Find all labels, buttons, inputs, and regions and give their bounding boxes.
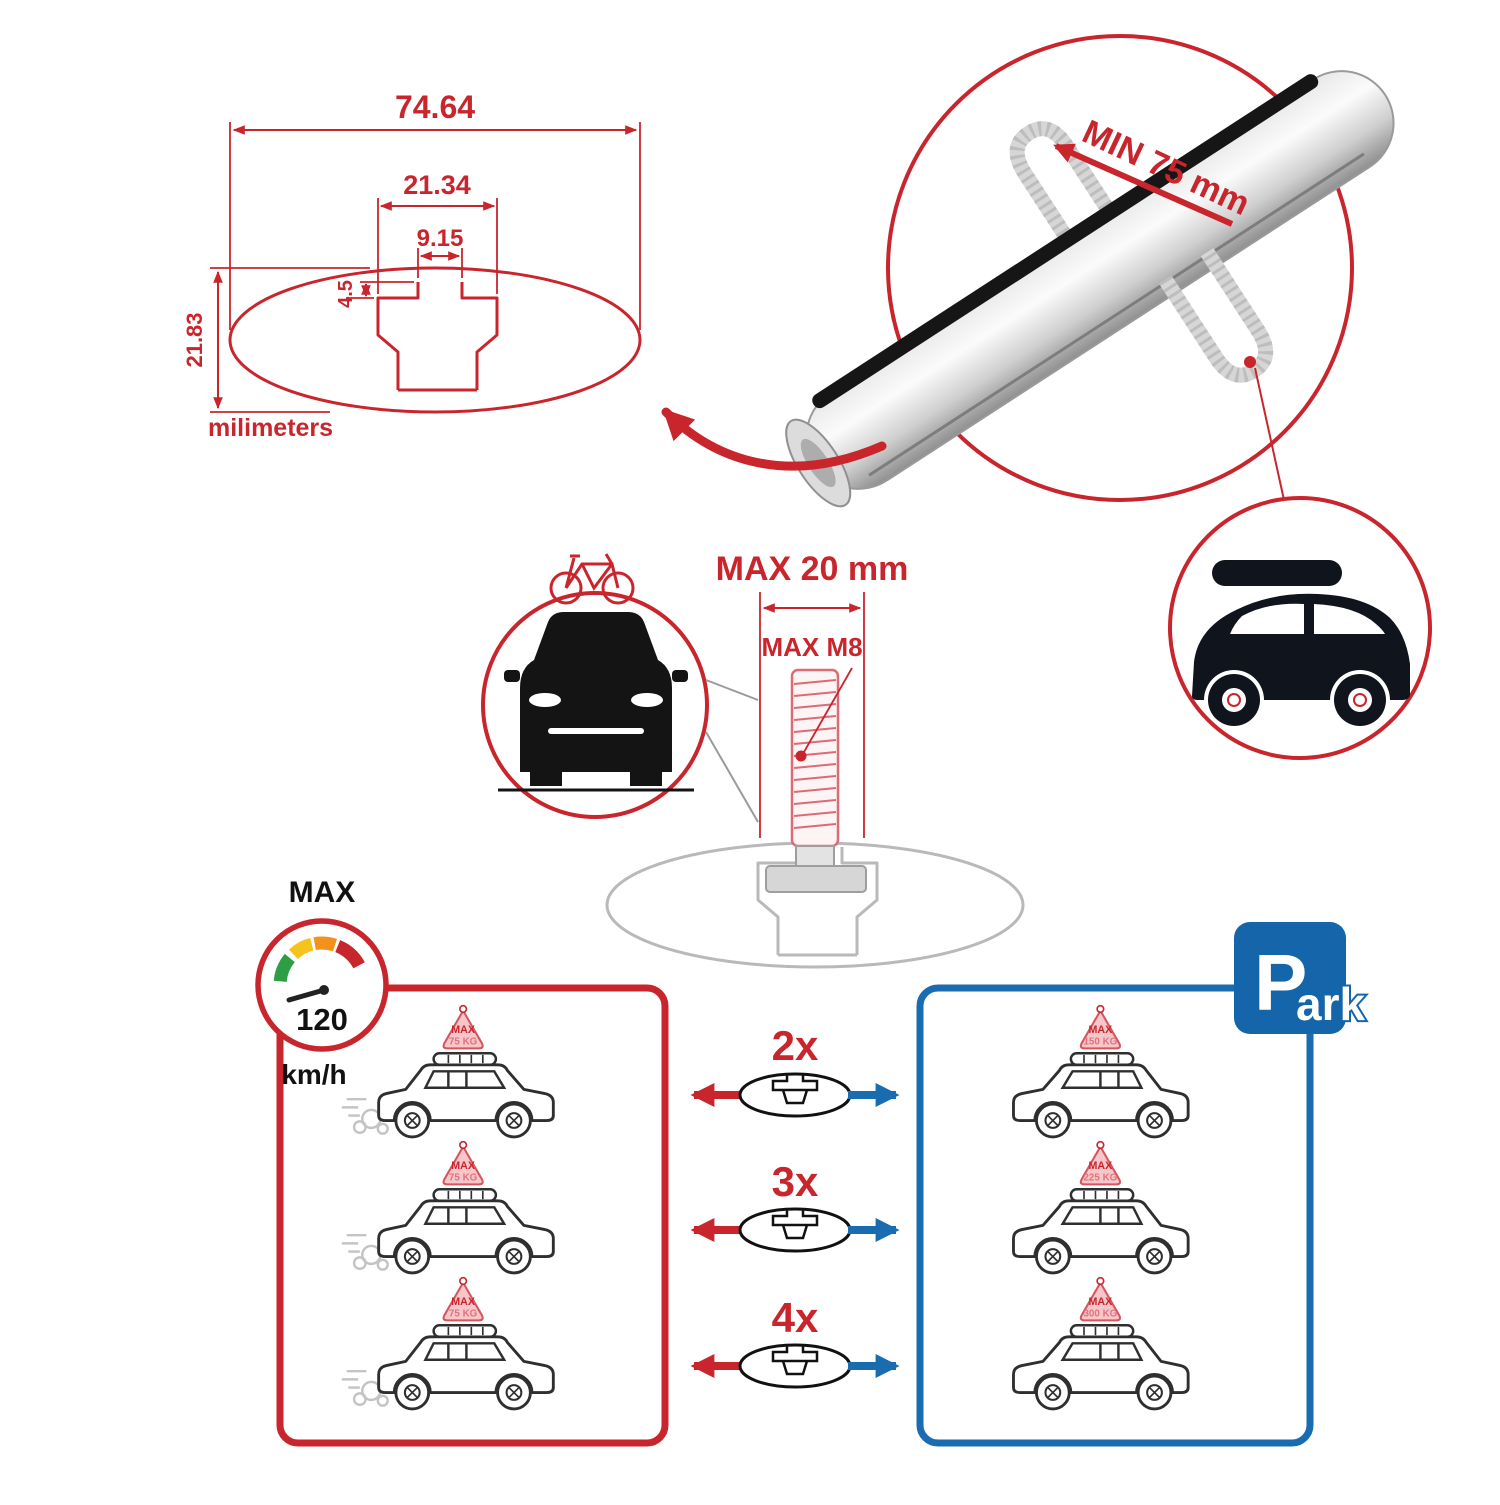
bar-detail-callout: MIN 75 mm — [661, 34, 1395, 508]
gauge-needle — [286, 987, 327, 1003]
dim-total-width-label: 74.64 — [395, 89, 475, 125]
rubber-strip — [812, 74, 1319, 409]
parked-car: MAX 150 KG — [1012, 1004, 1190, 1139]
units-label: milimeters — [208, 414, 333, 442]
suv-roofbox-callout — [1168, 496, 1432, 760]
multiplier-label: 3x — [772, 1158, 819, 1205]
load-sign: MAX 75 KG — [442, 1140, 484, 1186]
multiplier-label: 4x — [772, 1294, 819, 1341]
bolt-leader-line — [803, 667, 853, 753]
clamp-hook-right — [1158, 248, 1274, 383]
driving-car: MAX 75 KG — [340, 1276, 555, 1411]
gauge-max-label: MAX — [289, 876, 356, 909]
dim-height-label: 21.83 — [182, 312, 207, 367]
driving-car: MAX 75 KG — [340, 1004, 555, 1139]
leader-line — [1254, 367, 1285, 501]
bolt-fitting-section: MAX 20 mm MAX M8 — [481, 550, 1025, 969]
dim-bolt-length — [759, 592, 865, 838]
load-sign-title: MAX — [1089, 1024, 1114, 1036]
dim-height — [210, 267, 370, 413]
load-sign: MAX 75 KG — [442, 1276, 484, 1322]
load-sign-weight: 150 KG — [1083, 1036, 1117, 1047]
max-thread-label: MAX M8 — [761, 632, 862, 662]
parked-car: MAX 225 KG — [1012, 1140, 1190, 1275]
parking-letter: P — [1254, 938, 1307, 1027]
dim-step-label: 4.5 — [335, 280, 357, 308]
load-sign: MAX 300 KG — [1079, 1276, 1122, 1322]
load-sign-title: MAX — [451, 1024, 476, 1036]
dim-step — [346, 281, 414, 299]
crossbar-oval-icon — [738, 1072, 852, 1118]
load-sign-weight: 225 KG — [1083, 1172, 1117, 1183]
crossbar-oval-icon — [738, 1207, 852, 1253]
suv-silhouette — [1192, 560, 1410, 726]
dim-slot-outer-label: 21.34 — [403, 170, 471, 200]
bike-car-callout — [481, 553, 759, 823]
car-front-icon — [498, 612, 694, 792]
dim-slot-inner — [417, 248, 463, 278]
load-sign-weight: 300 KG — [1083, 1308, 1117, 1319]
dim-slot-outer — [377, 198, 498, 294]
bolt-leader-dot — [795, 750, 807, 762]
dim-total-width — [229, 122, 641, 330]
callout-arrow — [661, 407, 887, 471]
bolt-illustration — [765, 667, 867, 893]
bottom-section: MAX 120 km/h P ark 2x 3x — [255, 876, 1367, 1447]
clamp-hook-left — [1009, 121, 1125, 258]
crossbar-ellipse — [228, 266, 642, 414]
load-sign-weight: 75 KG — [449, 1036, 478, 1047]
parked-car: MAX 300 KG — [1012, 1276, 1190, 1411]
load-sign-title: MAX — [1089, 1296, 1114, 1308]
speed-gauge: MAX 120 km/h — [255, 876, 389, 1090]
bicycle-icon — [549, 553, 635, 605]
parking-sign-board — [1234, 922, 1346, 1034]
parking-suffix: ark — [1296, 978, 1365, 1030]
load-sign-weight: 75 KG — [449, 1308, 478, 1319]
slot-profile — [376, 282, 499, 392]
load-sign: MAX 75 KG — [442, 1004, 484, 1050]
leader-dot — [1244, 356, 1256, 368]
gauge-unit: km/h — [281, 1059, 346, 1090]
max-length-label: MAX 20 mm — [716, 550, 909, 588]
min-span-arrow — [1053, 143, 1234, 227]
gauge-value: 120 — [296, 1002, 348, 1037]
load-sign-title: MAX — [1089, 1160, 1114, 1172]
cross-section-drawing: 74.64 21.34 9.15 4.5 21.83 milimeter — [182, 89, 642, 442]
driving-car: MAX 75 KG — [340, 1140, 555, 1275]
parking-sign: P ark — [1234, 922, 1367, 1034]
crossbar-render — [785, 70, 1395, 508]
load-sign-weight: 75 KG — [449, 1172, 478, 1183]
multiplier-label: 2x — [772, 1022, 819, 1069]
multiplier-rows: 2x 3x 4x — [690, 1022, 900, 1389]
dim-slot-inner-label: 9.15 — [417, 225, 464, 252]
load-sign: MAX 225 KG — [1079, 1140, 1122, 1186]
load-sign: MAX 150 KG — [1079, 1004, 1122, 1050]
crossbar-oval-icon — [738, 1343, 852, 1389]
load-sign-title: MAX — [451, 1296, 476, 1308]
load-sign-title: MAX — [451, 1160, 476, 1172]
